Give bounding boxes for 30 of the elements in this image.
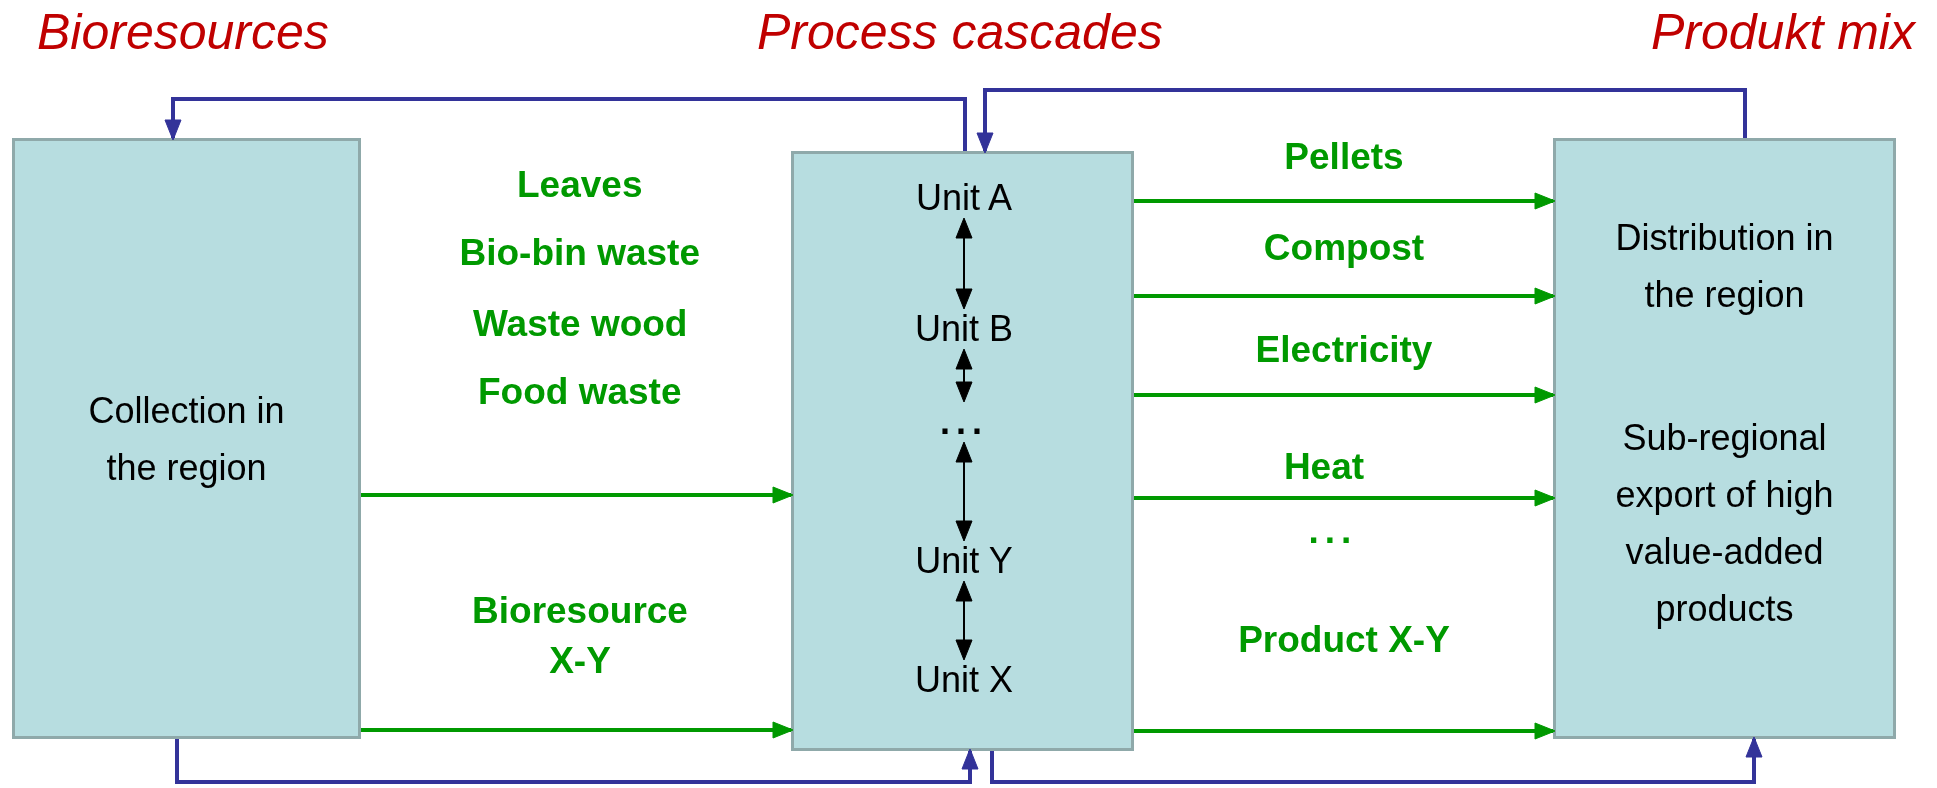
- double-arrow: [955, 580, 973, 661]
- edge-label: Heat: [1282, 445, 1366, 489]
- double-arrow: [955, 441, 973, 542]
- resource-label: Bio-bin waste: [459, 231, 701, 275]
- edge-label: Pellets: [1283, 135, 1405, 179]
- resource-label: Waste wood: [473, 302, 688, 346]
- return-line: [175, 739, 979, 784]
- edge-label: Compost: [1262, 226, 1426, 270]
- edge-label: Electricity: [1254, 328, 1434, 372]
- column-heading: Bioresources: [37, 3, 329, 62]
- distribution-box: [1553, 138, 1896, 739]
- column-heading: Process cascades: [757, 3, 1163, 62]
- resource-label: Leaves: [517, 163, 643, 207]
- ellipsis: ...: [916, 400, 1012, 444]
- process-box: [791, 151, 1134, 751]
- edge-label: Bioresource X-Y: [471, 589, 689, 683]
- unit-label: Unit A: [866, 176, 1062, 220]
- unit-label: Unit B: [866, 307, 1062, 351]
- column-heading: Produkt mix: [1651, 3, 1915, 62]
- double-arrow: [955, 348, 973, 403]
- unit-label: Unit X: [866, 658, 1062, 702]
- unit-label: Unit Y: [866, 539, 1062, 583]
- collection-box: Collection in the region: [12, 138, 361, 739]
- box-text: Distribution in the region: [1614, 216, 1835, 317]
- edge-label: Product X-Y: [1237, 618, 1451, 662]
- box-text: Sub-regional export of high value-added products: [1614, 416, 1835, 631]
- ellipsis: ...: [1308, 509, 1358, 553]
- resource-label: Food waste: [478, 370, 682, 414]
- return-line: [164, 97, 967, 151]
- double-arrow: [955, 217, 973, 310]
